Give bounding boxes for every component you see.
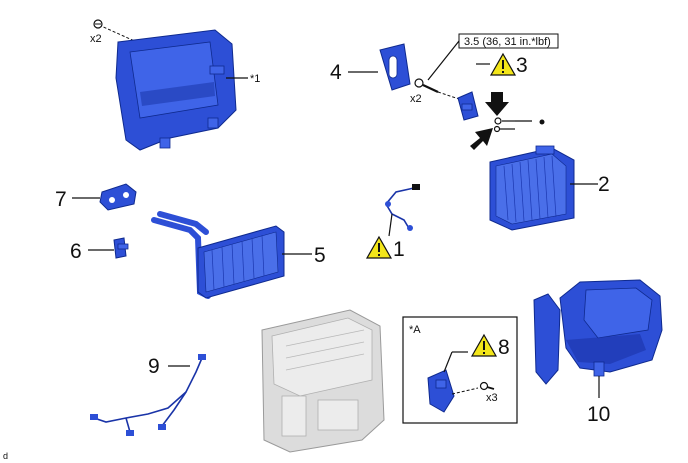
bolt-icon: [414, 78, 439, 93]
callout-1: 1: [393, 238, 405, 261]
callout-2: 2: [598, 173, 610, 196]
detail-frame-A: [402, 316, 518, 424]
sensor-part-1: [385, 184, 420, 231]
callout-9: 9: [148, 355, 160, 378]
expansion-valve-part-3: [457, 91, 479, 121]
callout-6: 6: [70, 240, 82, 263]
black-arrow-icon: [485, 92, 509, 116]
duct-case-part: [98, 24, 248, 151]
qty-x2-bolt: x2: [410, 93, 422, 105]
actuator-part-8: [427, 369, 455, 413]
callout-7: 7: [55, 188, 67, 211]
caution-triangle-icon: [365, 235, 393, 259]
callout-5: 5: [314, 244, 326, 267]
qty-x2-top: x2: [90, 33, 102, 45]
ac-unit-part-10: [533, 279, 663, 385]
screw-icon: [479, 381, 495, 391]
evaporator-part-2: [489, 145, 575, 231]
o-ring-group: [493, 117, 545, 133]
heater-core-part-5: [151, 211, 285, 299]
hvac-unit-reference: [261, 309, 385, 453]
screw-icon: [93, 19, 103, 29]
caution-triangle-icon: [489, 52, 517, 76]
qty-x3: x3: [486, 392, 498, 404]
corner-mark: d: [3, 451, 8, 461]
wire-harness-part-9: [90, 354, 206, 436]
ref-star-1: *1: [250, 73, 260, 85]
callout-4: 4: [330, 61, 342, 84]
callout-8: 8: [498, 336, 510, 359]
ref-star-A: *A: [409, 324, 421, 336]
clamp-part-6: [113, 237, 129, 259]
seal-part-4: [379, 43, 411, 91]
black-arrow-icon: [470, 128, 493, 150]
callout-10: 10: [587, 403, 610, 426]
caution-triangle-icon: [470, 333, 498, 357]
torque-spec: 3.5 (36, 31 in.*lbf): [464, 36, 551, 48]
callout-3: 3: [516, 54, 528, 77]
grommet-part-7: [99, 183, 137, 211]
